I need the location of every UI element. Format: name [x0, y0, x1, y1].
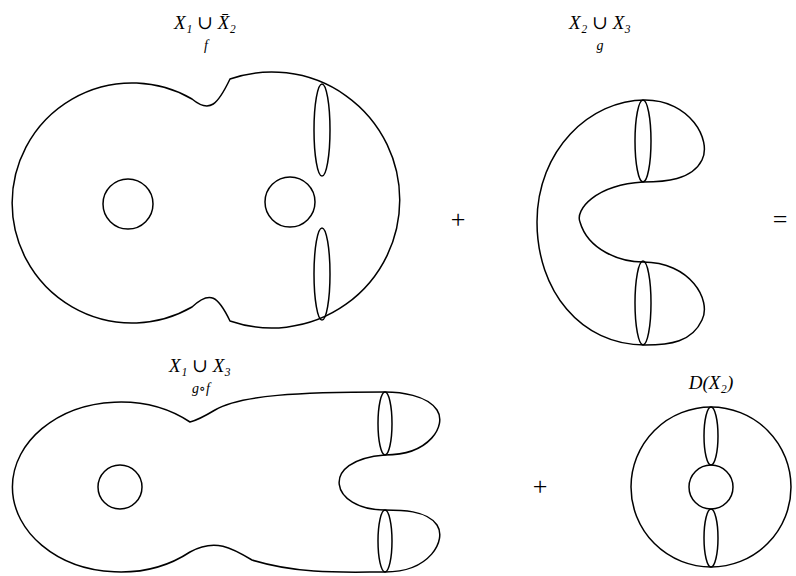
- surface-name: X₁ ∪ X₃: [169, 356, 231, 375]
- surface-outline: [537, 100, 704, 345]
- surface-name: X₂ ∪ X₃: [569, 13, 631, 32]
- gluing-map: g: [597, 39, 604, 53]
- surface-outline: [12, 72, 400, 328]
- gluing-circle: [704, 509, 718, 567]
- surface-name: X₁ ∪ X̄₂: [174, 13, 236, 32]
- gluing-map: f: [204, 39, 208, 53]
- operator: +: [533, 474, 548, 500]
- gluing-circle: [635, 261, 651, 345]
- gluing-circle: [314, 84, 330, 176]
- surface-outline: [12, 392, 439, 572]
- surface-hole: [98, 465, 142, 509]
- gluing-circle: [378, 510, 392, 572]
- gluing-circle: [635, 100, 651, 182]
- surface-outline: [631, 407, 791, 567]
- surface-name: D(X₂): [689, 373, 734, 392]
- surface-hole: [103, 179, 153, 229]
- gluing-circle: [378, 392, 392, 455]
- gluing-map: g∘f: [192, 382, 210, 396]
- gluing-circle: [314, 228, 330, 320]
- surface-hole: [265, 177, 315, 227]
- gluing-circle: [704, 407, 718, 465]
- operator: =: [773, 207, 788, 233]
- operator: +: [451, 207, 466, 233]
- surface-hole: [689, 465, 733, 509]
